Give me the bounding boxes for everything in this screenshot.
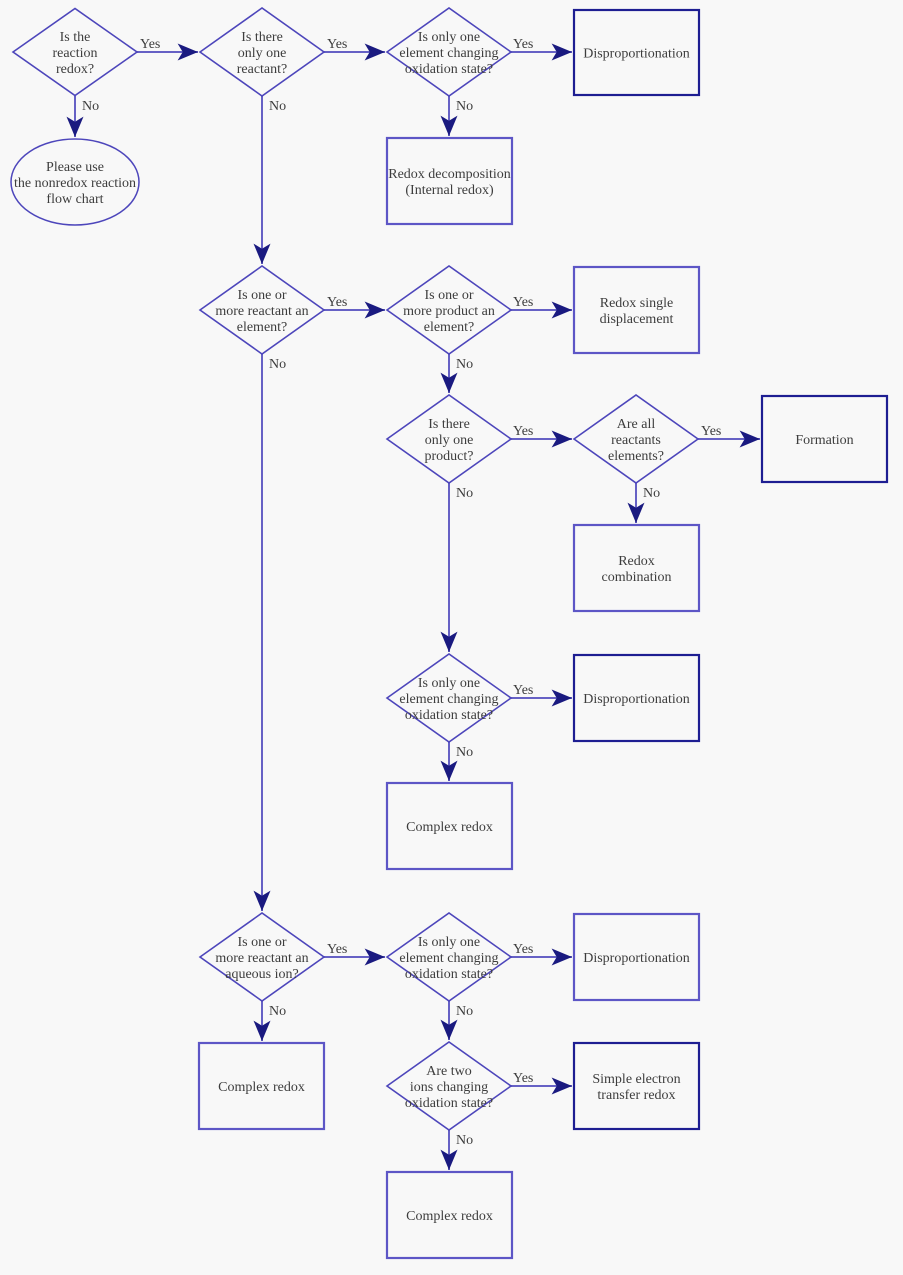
box-complex-redox-2: Complex redox	[197, 1041, 326, 1131]
edge-redox-yes-label: Yes	[140, 37, 160, 52]
box-disproportionation-3-shape	[572, 912, 701, 1002]
diamond-only-one-product-shape	[385, 394, 513, 484]
edge-one-element-3-no-label: No	[456, 1004, 473, 1019]
edge-one-element-2-no-label: No	[456, 745, 473, 760]
edge-product-element-yes-label: Yes	[513, 295, 533, 310]
box-simple-electron-transfer-shape	[572, 1041, 701, 1131]
diamond-one-element-changing-3-shape	[385, 912, 513, 1002]
box-disproportionation-1-shape	[572, 8, 701, 97]
box-formation-shape	[760, 394, 889, 484]
diamond-one-element-changing-1-shape	[385, 7, 513, 97]
edge-aqueous-ion-no-label: No	[269, 1004, 286, 1019]
diamond-one-element-changing-2-shape	[385, 653, 513, 743]
diamond-two-ions-changing-shape	[385, 1041, 513, 1131]
diamond-product-element-shape	[385, 265, 513, 355]
box-disproportionation-3: Disproportionation	[572, 912, 701, 1002]
box-complex-redox-1-label: Complex redox	[406, 820, 493, 835]
box-formation: Formation	[760, 394, 889, 484]
edge-two-ions-yes-label: Yes	[513, 1071, 533, 1086]
edge-two-ions-no-label: No	[456, 1133, 473, 1148]
diamond-reactant-aqueous-ion-shape	[198, 912, 326, 1002]
box-disproportionation-3-label: Disproportionation	[583, 951, 690, 966]
box-redox-decomposition: Redox decomposition(Internal redox)	[385, 136, 514, 226]
edge-reactant-element-no-label: No	[269, 357, 286, 372]
edge-aqueous-ion-yes-label: Yes	[327, 942, 347, 957]
edge-only-one-product-no-label: No	[456, 486, 473, 501]
edge-all-reactants-no-label: No	[643, 486, 660, 501]
diamond-only-one-reactant-shape	[198, 7, 326, 97]
edge-redox-no-label: No	[82, 99, 99, 114]
box-formation-label: Formation	[795, 433, 853, 448]
box-redox-combination-shape	[572, 523, 701, 613]
edge-one-element-1-yes-label: Yes	[513, 37, 533, 52]
diamond-reactant-element-shape	[198, 265, 326, 355]
edge-one-element-2-yes-label: Yes	[513, 683, 533, 698]
diamond-is-reaction-redox-shape	[11, 7, 139, 97]
box-complex-redox-3-shape	[385, 1170, 514, 1260]
ellipse-nonredox-flowchart-shape	[10, 138, 140, 226]
edge-product-element-no-label: No	[456, 357, 473, 372]
box-disproportionation-2-shape	[572, 653, 701, 743]
box-redox-decomposition-shape	[385, 136, 514, 226]
edge-one-element-3-yes-label: Yes	[513, 942, 533, 957]
box-disproportionation-2-label: Disproportionation	[583, 692, 690, 707]
box-complex-redox-3-label: Complex redox	[406, 1209, 493, 1224]
box-complex-redox-1-shape	[385, 781, 514, 871]
box-disproportionation-2: Disproportionation	[572, 653, 701, 743]
box-complex-redox-1: Complex redox	[385, 781, 514, 871]
box-complex-redox-2-shape	[197, 1041, 326, 1131]
edge-one-reactant-yes-label: Yes	[327, 37, 347, 52]
edge-one-element-1-no-label: No	[456, 99, 473, 114]
box-redox-decomposition-label: Redox decomposition(Internal redox)	[388, 167, 511, 198]
diamond-all-reactants-elements-shape	[572, 394, 700, 484]
box-redox-single-displacement-shape	[572, 265, 701, 355]
box-complex-redox-3: Complex redox	[385, 1170, 514, 1260]
box-complex-redox-2-label: Complex redox	[218, 1080, 305, 1095]
edge-reactant-element-yes-label: Yes	[327, 295, 347, 310]
edge-one-reactant-no-label: No	[269, 99, 286, 114]
edge-only-one-product-yes-label: Yes	[513, 424, 533, 439]
edges-layer: YesNoYesNoYesNoYesNoYesNoYesNoYesNoYesNo…	[66, 37, 760, 1170]
edge-all-reactants-yes-label: Yes	[701, 424, 721, 439]
box-disproportionation-1-label: Disproportionation	[583, 47, 690, 62]
box-disproportionation-1: Disproportionation	[572, 8, 701, 97]
